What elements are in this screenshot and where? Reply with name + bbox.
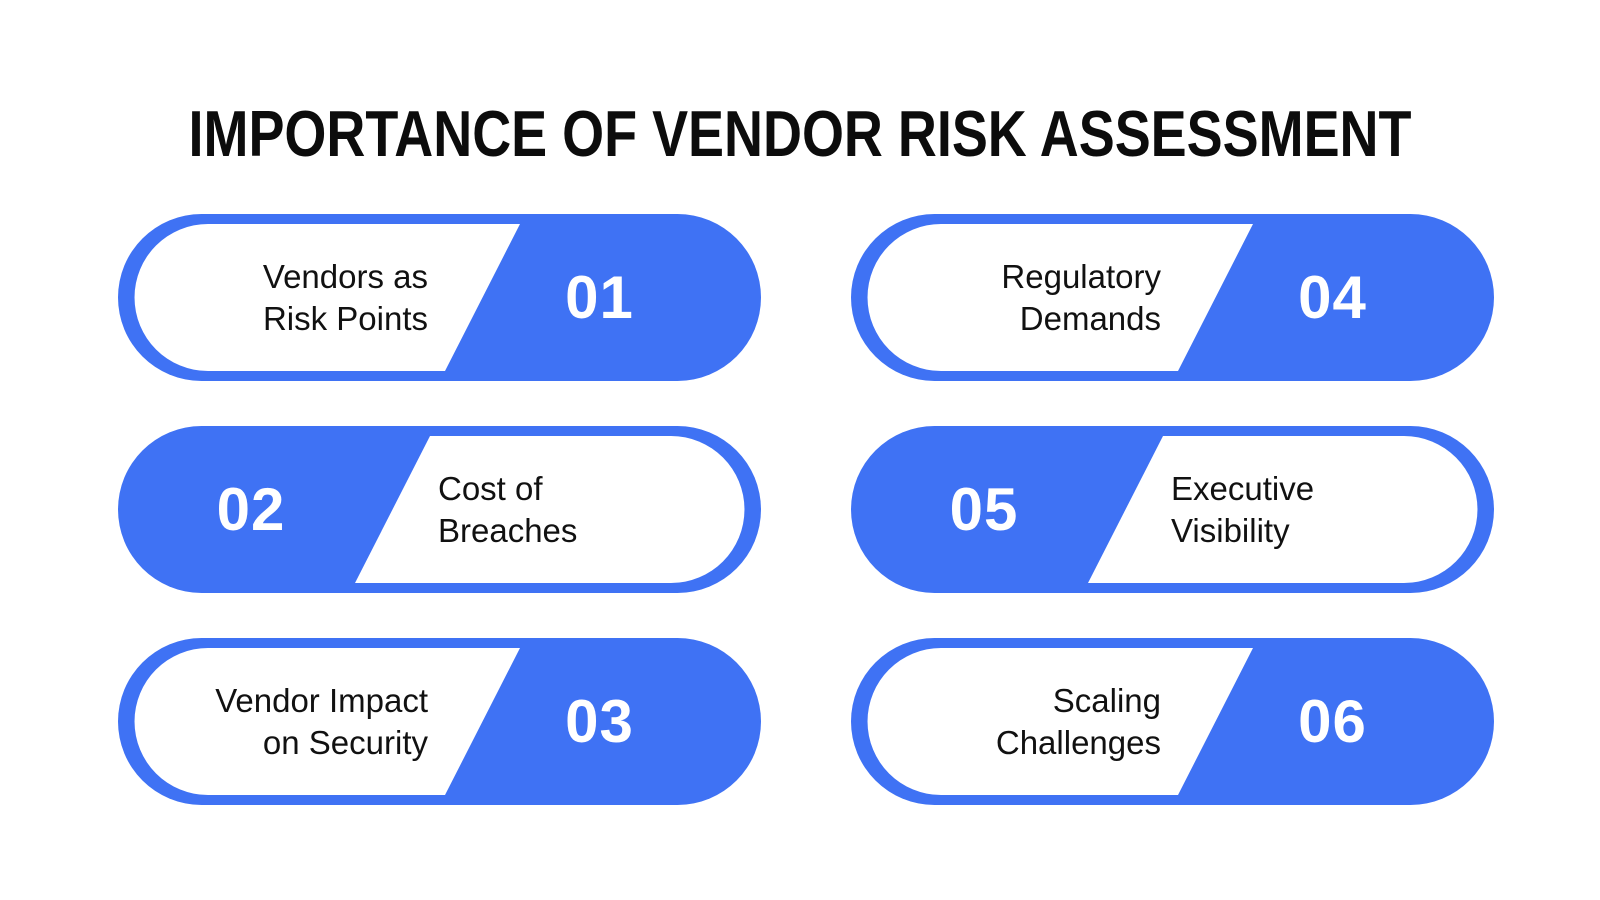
pill-shape [118, 214, 761, 381]
pill-label: Scaling Challenges [995, 681, 1161, 761]
pill-number: 04 [1298, 264, 1367, 331]
pill-number: 02 [216, 476, 286, 543]
pill-label: Executive Visibility [1171, 469, 1315, 549]
pill-number: 01 [565, 264, 634, 331]
pill-item-04: Regulatory Demands 04 [851, 214, 1494, 381]
pill-label: Vendor Impact on Security [215, 681, 428, 761]
pill-item-02: Cost of Breaches 02 [118, 426, 761, 593]
pill-shape [851, 426, 1494, 593]
pill-item-01: Vendors as Risk Points 01 [118, 214, 761, 381]
pill-item-05: Executive Visibility 05 [851, 426, 1494, 593]
pill-item-03: Vendor Impact on Security 03 [118, 638, 761, 805]
pill-number: 05 [949, 476, 1019, 543]
pill-shape [118, 638, 761, 805]
pill-number: 03 [565, 688, 634, 755]
pill-shape [851, 214, 1494, 381]
pill-number: 06 [1298, 688, 1367, 755]
pill-label: Regulatory Demands [1001, 257, 1161, 337]
pill-shape [851, 638, 1494, 805]
pill-shape [118, 426, 761, 593]
pill-item-06: Scaling Challenges 06 [851, 638, 1494, 805]
pill-label: Vendors as Risk Points [262, 257, 428, 337]
pill-label: Cost of Breaches [438, 469, 578, 549]
page-title: IMPORTANCE OF VENDOR RISK ASSESSMENT [188, 97, 1412, 170]
